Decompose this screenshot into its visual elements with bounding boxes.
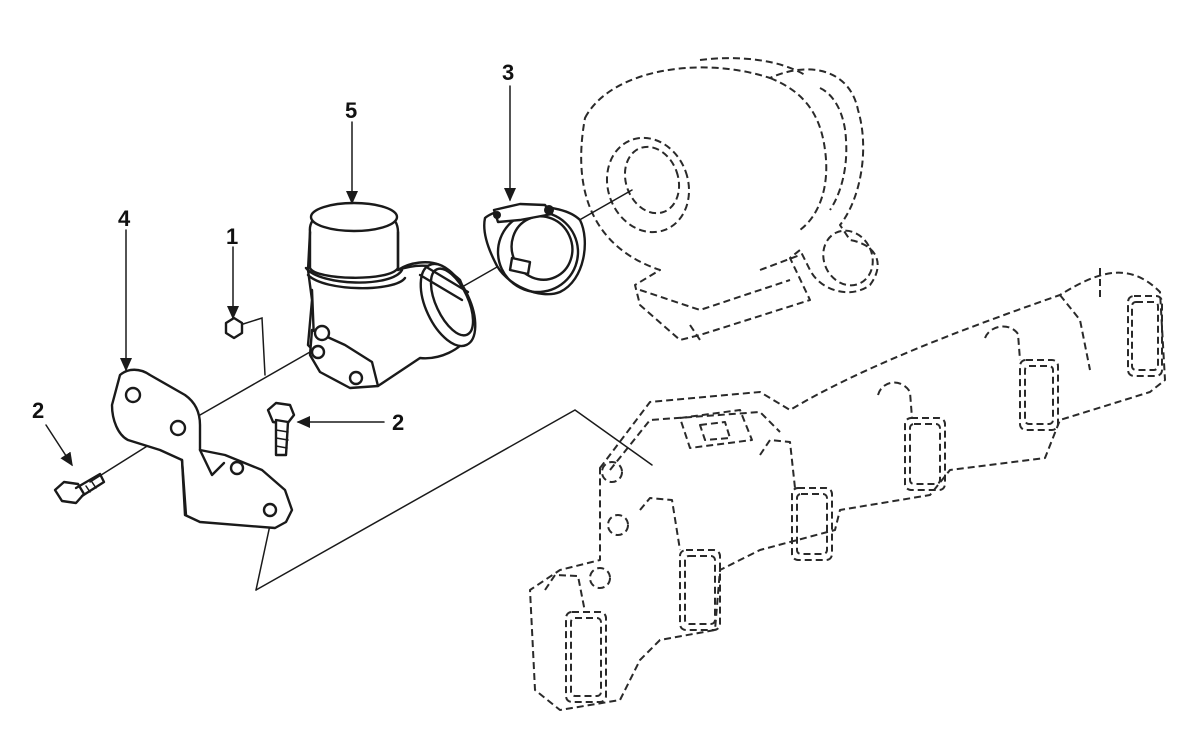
nut-item-1 bbox=[224, 316, 244, 340]
mounting-bracket bbox=[110, 368, 294, 530]
leader-arrow-2-left bbox=[45, 424, 73, 467]
callout-item-2-right: 2 bbox=[392, 410, 404, 435]
turbocharger-outline bbox=[580, 57, 879, 341]
leader-arrows bbox=[45, 85, 516, 467]
callout-item-1: 1 bbox=[226, 224, 238, 249]
bolt-left bbox=[53, 472, 106, 505]
bolt-right bbox=[266, 401, 296, 457]
callout-item-4: 4 bbox=[118, 206, 131, 231]
exhaust-manifold-outline bbox=[529, 268, 1166, 711]
callout-item-2-left: 2 bbox=[32, 398, 44, 423]
callout-item-3: 3 bbox=[502, 60, 514, 85]
callout-item-5: 5 bbox=[345, 98, 357, 123]
v-band-clamp bbox=[483, 202, 587, 296]
elbow-outlet-pipe bbox=[304, 201, 477, 390]
